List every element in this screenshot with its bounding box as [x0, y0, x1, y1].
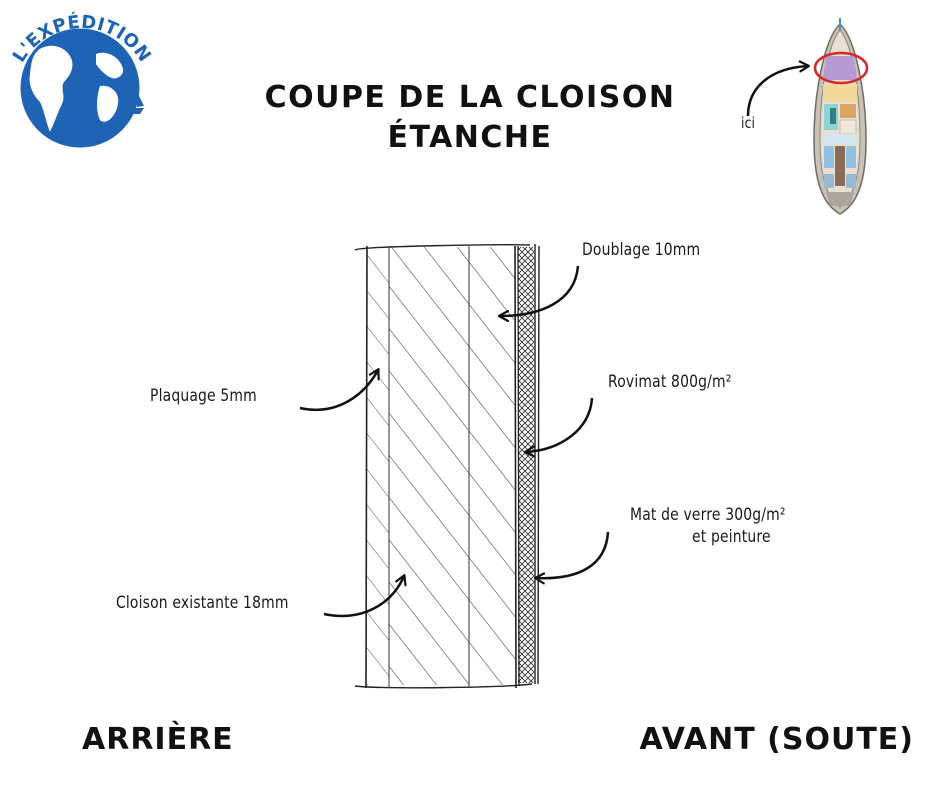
title-line-2: ÉTANCHE — [387, 120, 553, 155]
locator-arrow — [746, 66, 808, 117]
label-mat-line1: Mat de verre 300g/m² — [630, 505, 786, 525]
label-doublage: Doublage 10mm — [582, 240, 701, 260]
label-plaquage: Plaquage 5mm — [150, 386, 257, 406]
cloison-arrow — [323, 576, 404, 618]
cloison-layer — [389, 247, 469, 685]
boat-plan-icon — [813, 18, 867, 215]
title-line-1: COUPE DE LA CLOISON — [264, 80, 676, 115]
label-rovimat: Rovimat 800g/m² — [608, 372, 732, 392]
rovimat-mat-layer — [518, 247, 534, 683]
bulkhead-cross-section — [354, 244, 540, 689]
locator-label: ici — [741, 114, 756, 132]
rovimat-arrow — [526, 397, 594, 452]
plaquage-arrow — [299, 370, 378, 411]
doublage-layer — [469, 247, 515, 685]
label-mat-line2: et peinture — [692, 527, 771, 547]
callout-arrows — [299, 265, 610, 618]
side-label-arriere: ARRIÈRE — [82, 722, 234, 757]
logo-boat-icon — [130, 92, 144, 114]
location-highlight-circle — [813, 51, 869, 85]
side-label-avant: AVANT (SOUTE) — [639, 722, 914, 757]
label-cloison: Cloison existante 18mm — [116, 593, 289, 613]
doublage-arrow — [500, 265, 580, 316]
mat-arrow — [536, 531, 610, 578]
plaquage-layer — [367, 247, 389, 685]
expedition-bleue-logo — [20, 28, 144, 148]
page-title: COUPE DE LA CLOISON ÉTANCHE — [0, 78, 940, 158]
